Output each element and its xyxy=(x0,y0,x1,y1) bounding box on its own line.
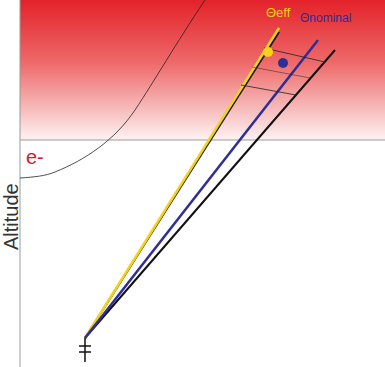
boundary-line xyxy=(20,140,385,141)
effective-point xyxy=(263,47,273,57)
electron-density-curve xyxy=(20,0,205,178)
nominal-point xyxy=(278,58,288,68)
receiver-symbol xyxy=(79,338,91,362)
ionosphere-band xyxy=(20,0,385,140)
axis-label: Altitude xyxy=(1,183,21,250)
volume-outline xyxy=(252,67,310,78)
effective-angle-label: Θeff xyxy=(266,6,290,19)
nominal-ray xyxy=(85,40,318,338)
effective-ray xyxy=(85,28,279,338)
volume-outline xyxy=(241,85,296,95)
nominal-angle-label: Θnominal xyxy=(300,12,351,24)
beam-edge xyxy=(85,50,335,338)
volume-outline xyxy=(264,48,325,62)
electron-label: e- xyxy=(26,147,44,167)
